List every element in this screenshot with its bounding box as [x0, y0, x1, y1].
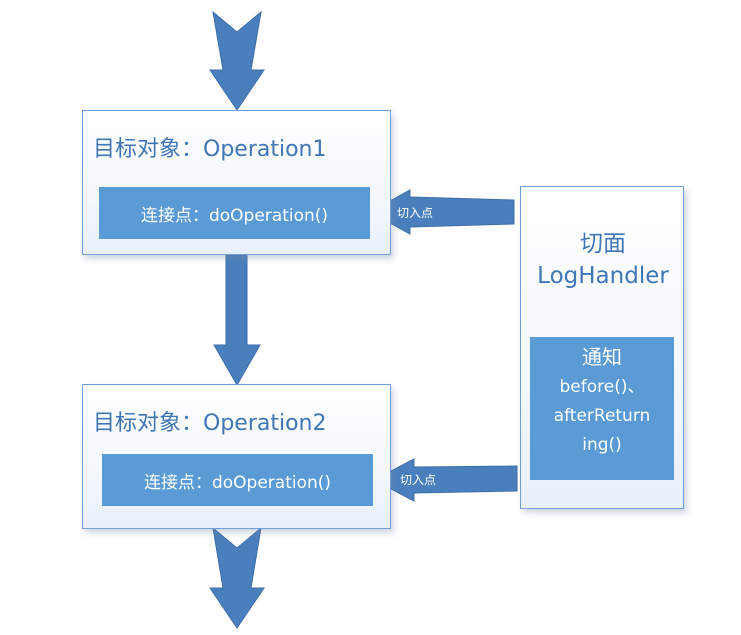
flow-arrow-middle	[213, 254, 261, 387]
target-object-1-box: 目标对象：Operation1 连接点：doOperation()	[82, 110, 391, 255]
target-object-2-title: 目标对象：Operation2	[93, 411, 327, 436]
advice-heading: 通知	[582, 345, 622, 369]
flow-arrow-bottom	[209, 526, 265, 629]
advice-line-3: ing()	[582, 435, 622, 455]
pointcut-label-1: 切入点	[397, 206, 434, 220]
advice-line-2: afterReturn	[553, 406, 651, 426]
aspect-name: LogHandler	[537, 263, 669, 289]
aspect-box: 切面 LogHandler 通知 before()、 afterReturn i…	[520, 186, 684, 509]
joinpoint-2: 连接点：doOperation()	[102, 454, 373, 506]
target-object-2-box: 目标对象：Operation2 连接点：doOperation()	[82, 384, 391, 529]
pointcut-arrow-1	[368, 189, 515, 235]
advice-box: 通知 before()、 afterReturn ing()	[530, 337, 674, 480]
flow-arrow-top	[209, 10, 265, 111]
target-object-1-title: 目标对象：Operation1	[93, 137, 327, 162]
joinpoint-1: 连接点：doOperation()	[99, 187, 370, 239]
aspect-title: 切面	[580, 231, 626, 257]
pointcut-arrow-2	[372, 458, 518, 502]
advice-line-1: before()、	[559, 377, 645, 397]
pointcut-label-2: 切入点	[400, 473, 437, 487]
